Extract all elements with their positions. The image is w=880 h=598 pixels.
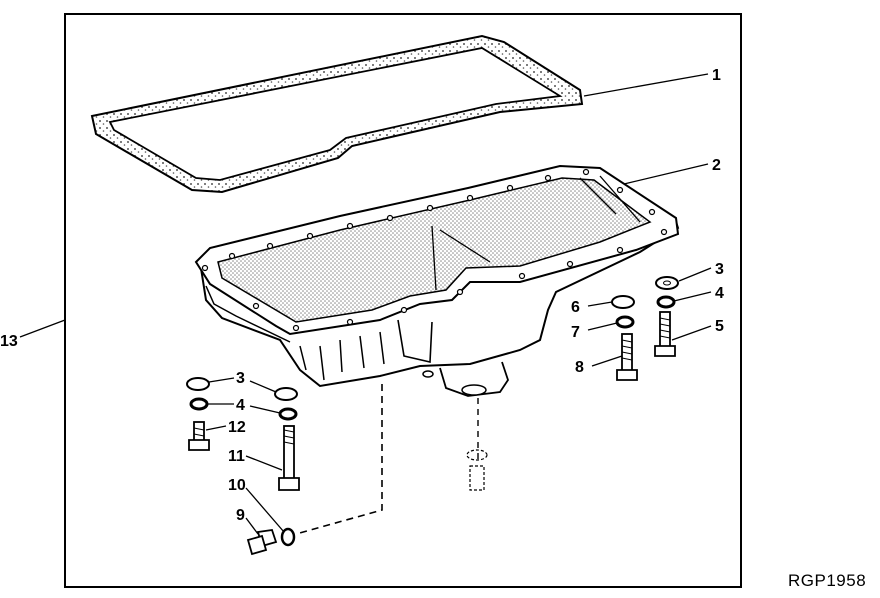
diagram-frame bbox=[64, 13, 742, 588]
washer-6 bbox=[611, 295, 635, 309]
callout-4-right: 4 bbox=[715, 285, 724, 302]
callout-3-left: 3 bbox=[236, 370, 245, 387]
cap-screw-12 bbox=[188, 421, 210, 451]
lock-washer-7 bbox=[615, 315, 635, 329]
cap-screw-8 bbox=[616, 333, 638, 381]
oil-pan bbox=[194, 164, 680, 397]
drain-plug-9 bbox=[246, 529, 278, 556]
lock-washer-4-left-b bbox=[278, 407, 298, 421]
callout-2: 2 bbox=[712, 157, 721, 174]
lock-washer-4-right bbox=[656, 295, 676, 309]
callout-5: 5 bbox=[715, 318, 724, 335]
cap-screw-11 bbox=[278, 425, 300, 491]
callout-1: 1 bbox=[712, 67, 721, 84]
callout-12: 12 bbox=[228, 419, 246, 436]
lock-washer-4-left-a bbox=[189, 397, 209, 411]
cap-screw-5 bbox=[654, 311, 676, 357]
washer-3-left-a bbox=[186, 377, 210, 391]
sump-bolt-dashed bbox=[466, 449, 488, 491]
callout-3-right: 3 bbox=[715, 261, 724, 278]
washer-3-left-b bbox=[274, 387, 298, 401]
callout-10: 10 bbox=[228, 477, 246, 494]
washer-3-right bbox=[655, 276, 679, 290]
oil-pan-gasket bbox=[90, 34, 584, 194]
callout-9: 9 bbox=[236, 507, 245, 524]
o-ring-10 bbox=[280, 527, 296, 547]
drain-plug-install-path bbox=[295, 384, 383, 535]
leader-lines bbox=[19, 73, 712, 535]
callout-13: 13 bbox=[0, 333, 18, 350]
callout-11: 11 bbox=[228, 448, 245, 465]
callout-4-left: 4 bbox=[236, 397, 245, 414]
callout-8: 8 bbox=[575, 359, 584, 376]
callout-6: 6 bbox=[571, 299, 580, 316]
callout-7: 7 bbox=[571, 324, 580, 341]
figure-code: RGP1958 bbox=[788, 571, 866, 590]
